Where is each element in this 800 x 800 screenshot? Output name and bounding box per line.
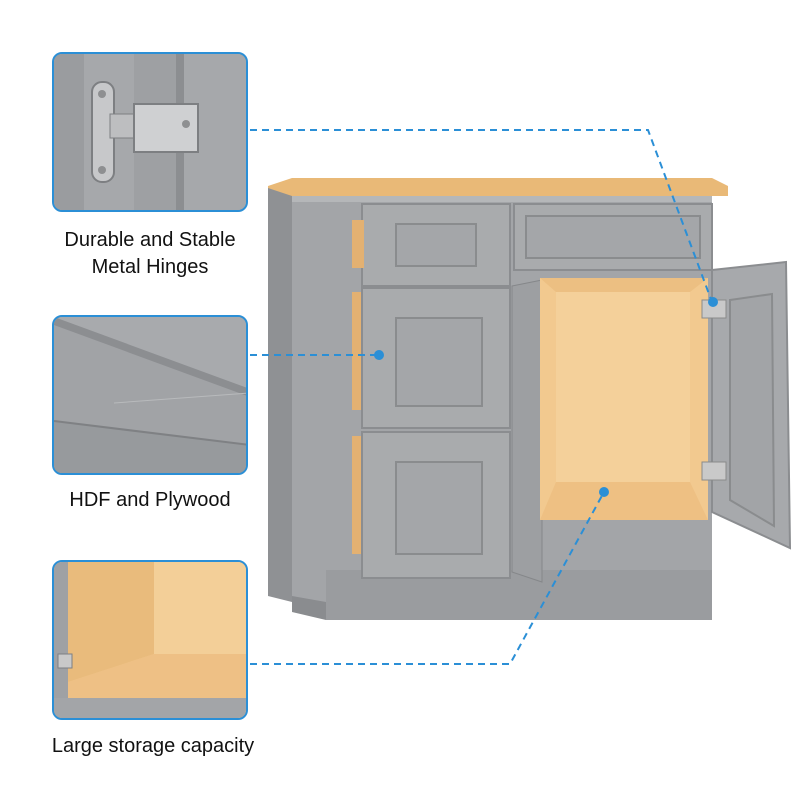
panel-caption: HDF and Plywood	[69, 489, 231, 511]
interior-closeup-inset	[52, 560, 248, 720]
callout-line-hinges	[250, 129, 713, 303]
storage-caption: Large storage capacity	[51, 735, 255, 757]
hinge-closeup-inset	[52, 52, 248, 212]
cabinet-top-edge	[268, 178, 728, 196]
lower-hinge	[701, 461, 727, 481]
left-door-open	[511, 279, 543, 583]
cabinet-left-side	[268, 188, 292, 602]
callout-dot-hinges	[708, 297, 718, 307]
callout-dot-storage	[599, 487, 609, 497]
callout-dot-panel	[374, 350, 384, 360]
panel-closeup-inset	[52, 315, 248, 475]
hinges-caption: Durable and Stable Metal Hinges	[64, 229, 236, 278]
callout-line-storage	[250, 491, 605, 665]
